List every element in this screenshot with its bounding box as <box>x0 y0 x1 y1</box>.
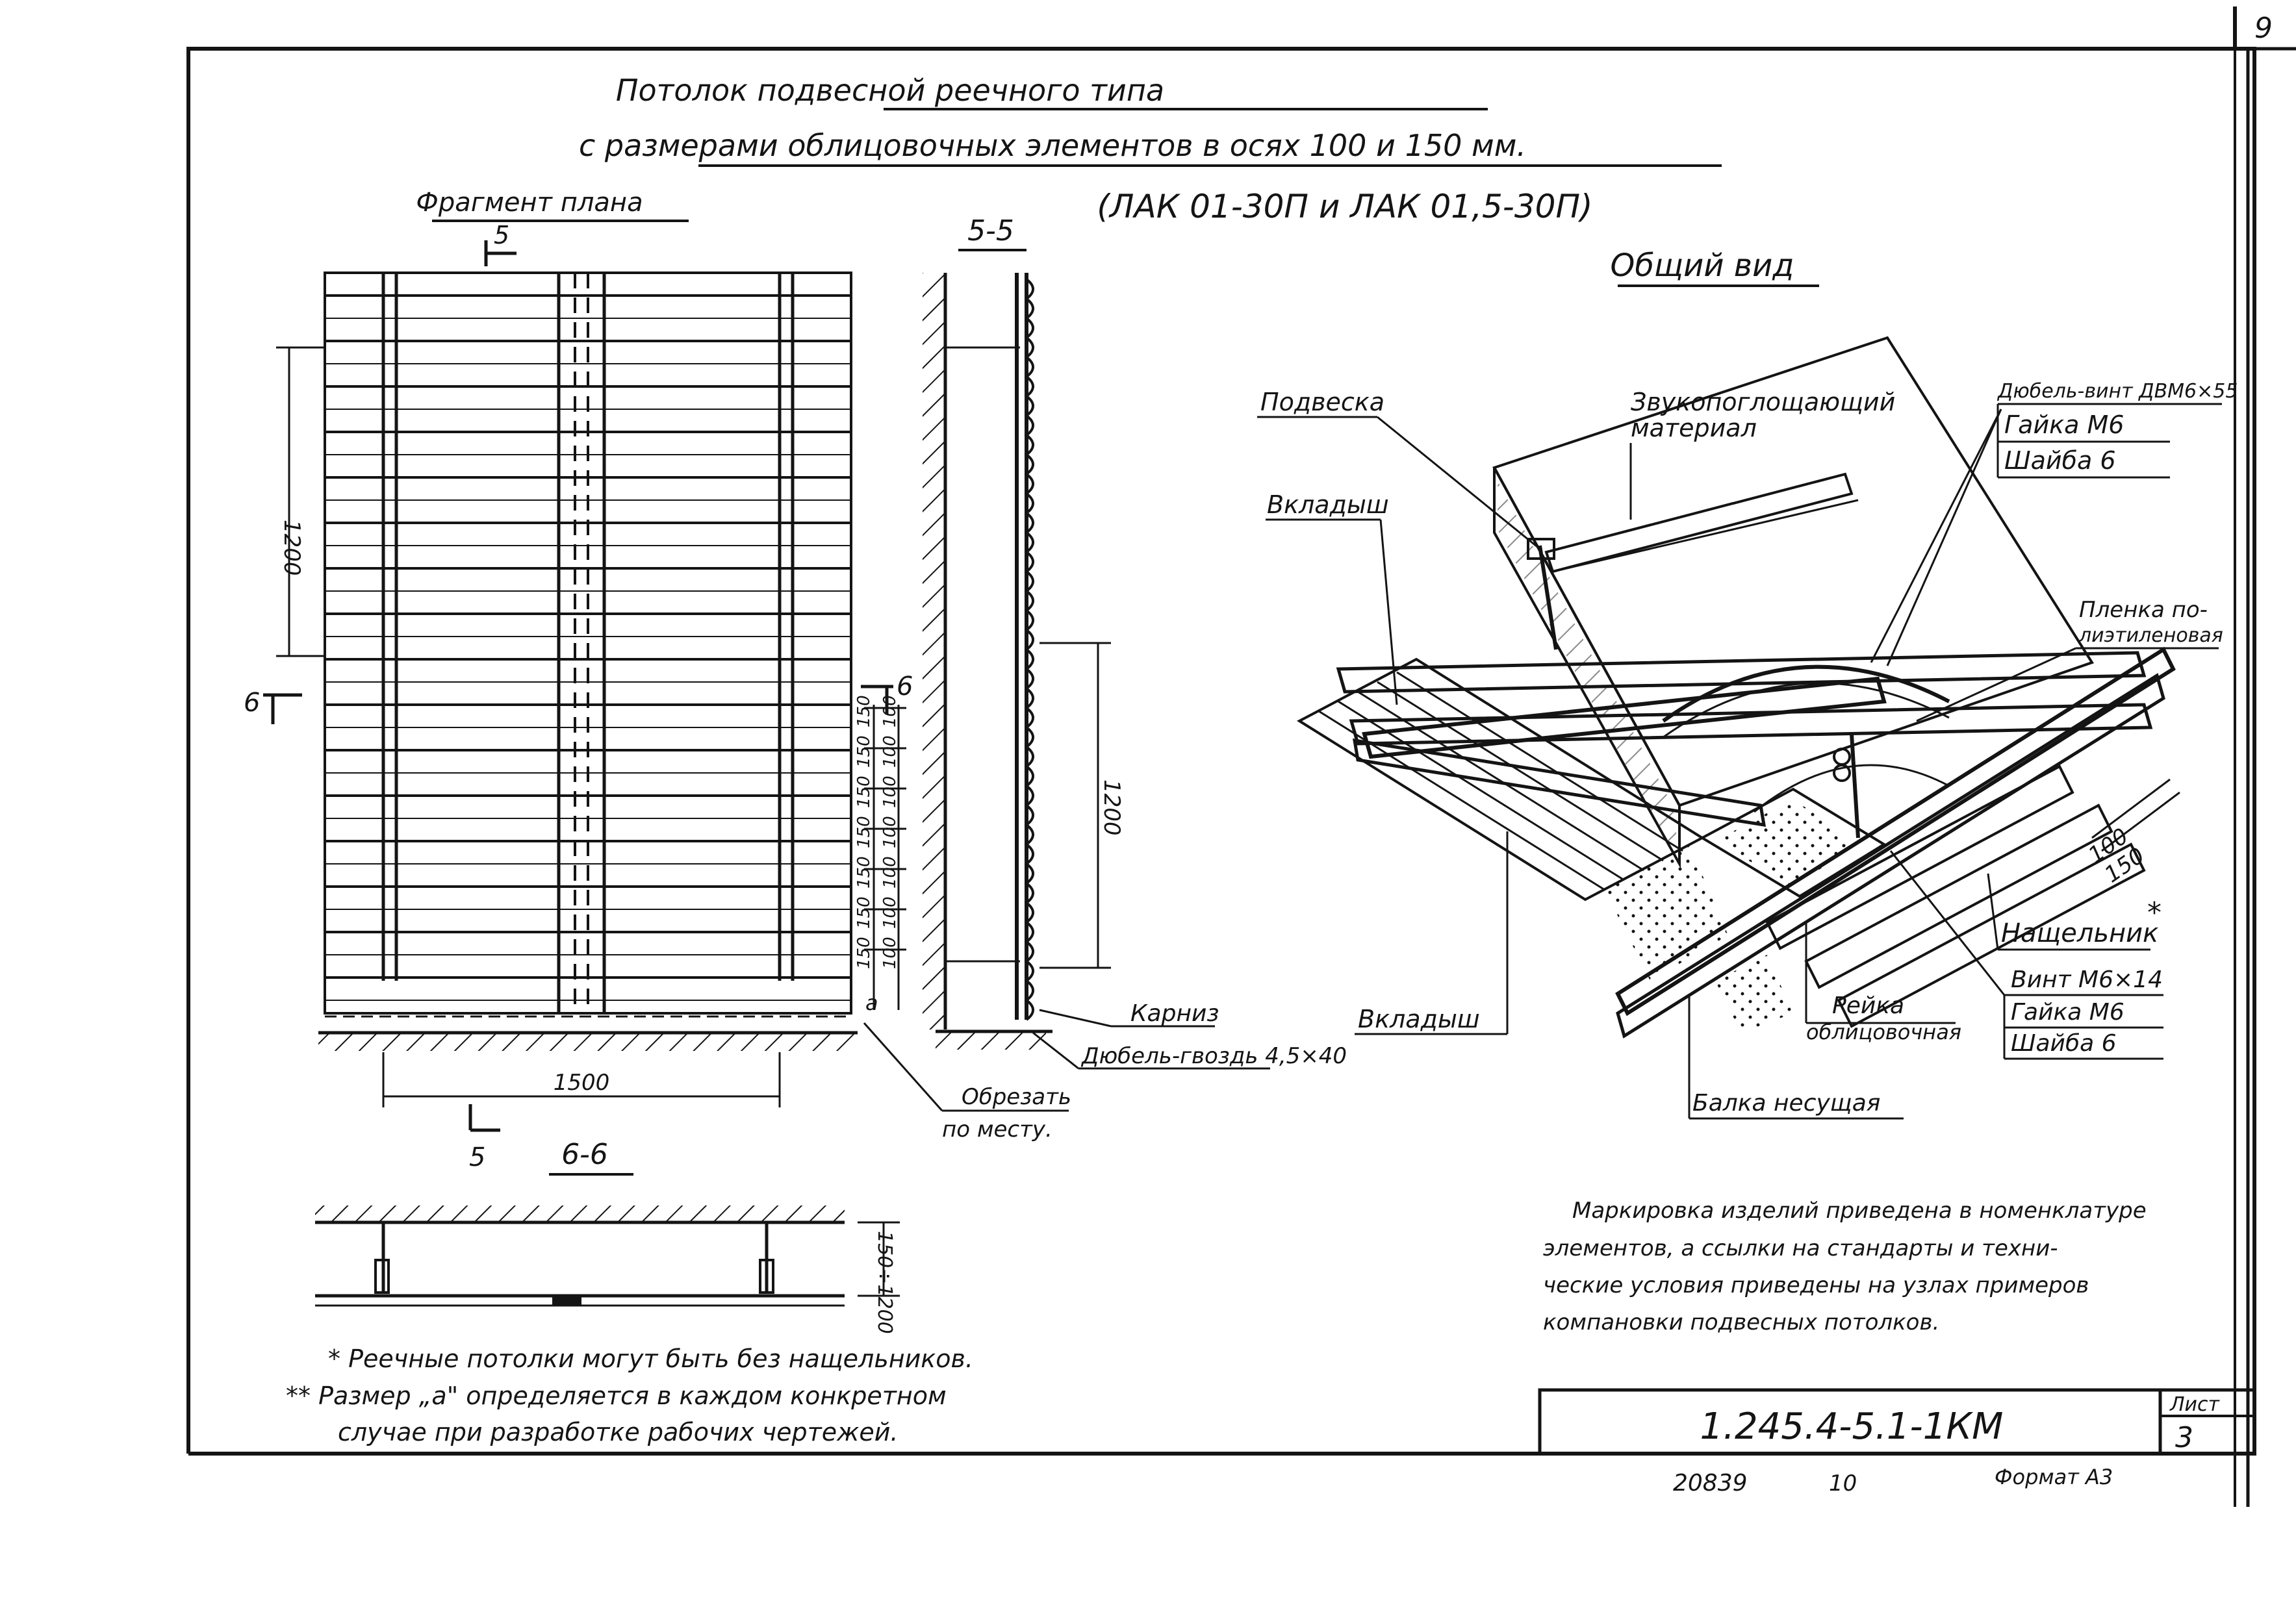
dowel-screw-callout: Дюбель-винт ДВМ6×55 Гайка М6 Шайба 6 <box>1870 380 2238 666</box>
stamp-sheet-number: 3 <box>2175 1421 2193 1454</box>
plan-fragment: Фрагмент плана 5 1200 6 <box>244 188 913 1172</box>
label-nut-top: Гайка М6 <box>2004 410 2124 439</box>
label-screw-m6: Винт М6×14 <box>2011 966 2163 993</box>
plan-dim-1500: 1500 <box>554 1070 610 1096</box>
sheet-footer: 20839 10 Формат А3 <box>1673 1465 2113 1496</box>
stamp-sheet-label: Лист <box>2169 1393 2221 1416</box>
section-5-5: 5-5 1200 Карниз Дюбель-гвоздь 4,5×40 Обр… <box>863 214 1347 1142</box>
pitch-label-150: 150 <box>854 816 874 848</box>
pitch-label-150: 150 <box>854 896 874 929</box>
section-66-heading: 6-6 <box>561 1138 608 1171</box>
pitch-label-100: 100 <box>880 735 900 768</box>
general-view-heading: Общий вид <box>1611 247 1794 284</box>
title-line-1: Потолок подвесной реечного типа <box>616 73 1164 108</box>
label-karniz: Карниз <box>1130 1000 1219 1027</box>
marking-line-4: компановки подвесных потолков. <box>1543 1309 1939 1335</box>
label-washer-bot: Шайба 6 <box>2011 1030 2117 1057</box>
plan-mark-left: 6 <box>244 688 260 718</box>
label-washer-top: Шайба 6 <box>2004 446 2116 475</box>
pitch-label-100: 100 <box>880 937 900 969</box>
marking-line-2: элементов, а ссылки на стандарты и техни… <box>1543 1235 2058 1261</box>
plan-dim-a: a <box>865 991 878 1015</box>
label-dowel-screw: Дюбель-винт ДВМ6×55 <box>1996 380 2238 403</box>
facing-slats <box>1715 764 2146 1033</box>
label-dowel-nail: Дюбель-гвоздь 4,5×40 <box>1080 1043 1347 1069</box>
label-naschelnik: Нащельник <box>2001 918 2158 948</box>
footer-num: 10 <box>1829 1470 1857 1496</box>
label-film-2: лиэтиленовая <box>2078 624 2223 647</box>
label-cut-1: Обрезать <box>962 1084 1071 1110</box>
label-beam: Балка несущая <box>1692 1090 1880 1117</box>
sheet-frame <box>186 6 2296 1507</box>
marking-line-1: Маркировка изделий приведена в номенклат… <box>1572 1198 2147 1224</box>
pitch-label-150: 150 <box>854 735 874 768</box>
pitch-label-100: 100 <box>880 816 900 848</box>
pitch-dimension-chain: 150 100 150 100 150 100 150 100 150 100 150 100 150 1… <box>854 695 906 969</box>
pitch-label-150: 150 <box>854 937 874 969</box>
footnote-2b: случае при разработке рабочих чертежей. <box>338 1418 899 1446</box>
plan-beams <box>381 273 795 1013</box>
footer-format: Формат А3 <box>1995 1465 2113 1489</box>
footnotes: * Реечные потолки могут быть без нащельн… <box>286 1344 973 1446</box>
title-line-2: с размерами облицовочных элементов в ося… <box>579 128 1526 163</box>
footnote-2a: ** Размер „а" определяется в каждом конк… <box>286 1382 947 1410</box>
title-line-3: (ЛАК 01-30П и ЛАК 01,5-30П) <box>1097 188 1592 225</box>
label-vkladysh-top: Вкладыш <box>1267 490 1389 519</box>
screw-callout: Винт М6×14 Гайка М6 Шайба 6 <box>1889 850 2163 1060</box>
marking-line-3: ческие условия приведены на узлах пример… <box>1543 1272 2089 1298</box>
label-film-1: Пленка по- <box>2079 597 2208 623</box>
footer-inv: 20839 <box>1673 1470 1748 1496</box>
section-6-6: 6-6 150÷1200 <box>315 1138 900 1334</box>
pitch-label-150: 150 <box>854 856 874 889</box>
pitch-label-100: 100 <box>880 856 900 889</box>
pitch-label-100: 100 <box>880 776 900 808</box>
label-nut-bot: Гайка М6 <box>2011 999 2124 1026</box>
label-podveska: Подвеска <box>1260 388 1384 416</box>
pitch-label-150: 150 <box>854 776 874 808</box>
pitch-label-150: 150 <box>854 695 874 727</box>
section-55-heading: 5-5 <box>967 214 1014 247</box>
plan-dim-1200: 1200 <box>279 520 305 576</box>
footnote-1: * Реечные потолки могут быть без нащельн… <box>328 1344 973 1373</box>
pitch-label-100: 100 <box>880 896 900 929</box>
label-sound-1: Звукопоглощающий <box>1631 388 1895 416</box>
marking-note: Маркировка изделий приведена в номенклат… <box>1543 1198 2147 1335</box>
label-sound-2: материал <box>1631 414 1757 442</box>
plan-heading: Фрагмент плана <box>416 188 643 218</box>
stamp-code: 1.245.4-5.1-1КМ <box>1700 1406 2004 1448</box>
naschelnik-asterisk: * <box>2147 896 2162 929</box>
carrier-beams <box>1336 646 2176 1039</box>
general-view: Общий вид <box>1257 247 2238 1120</box>
label-reika-1: Рейка <box>1832 992 1904 1019</box>
plan-mark-right: 6 <box>897 672 913 701</box>
label-cut-2: по месту. <box>942 1117 1052 1142</box>
section-55-dim-1200: 1200 <box>1099 779 1125 836</box>
section-66-dim-range: 150÷1200 <box>873 1231 896 1334</box>
title-stamp: 1.245.4-5.1-1КМ Лист 3 <box>1538 1388 2254 1454</box>
title-block: Потолок подвесной реечного типа с размер… <box>579 73 1722 225</box>
plan-mark-bottom: 5 <box>469 1142 485 1172</box>
sheet-corner-number: 9 <box>2254 12 2273 45</box>
pitch-label-100: 100 <box>880 695 900 727</box>
plan-mark-top: 5 <box>494 221 509 249</box>
label-vkladysh-bot: Вкладыш <box>1358 1005 1480 1033</box>
